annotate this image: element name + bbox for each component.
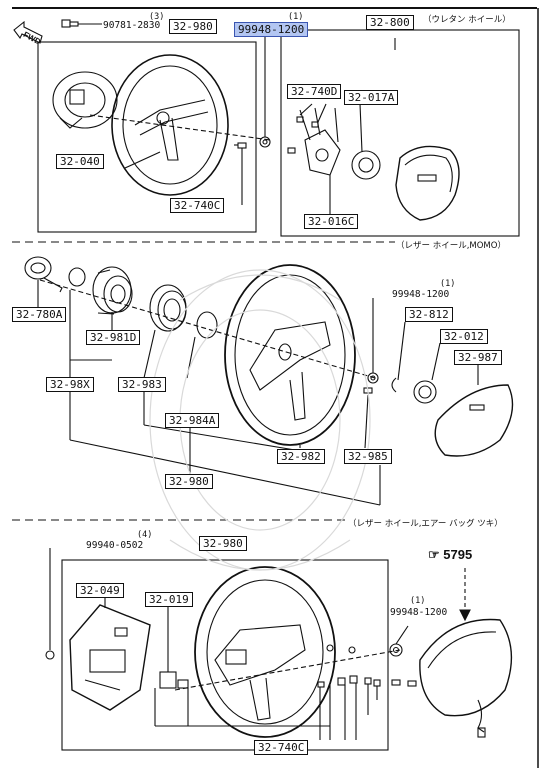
variant-note-leather-airbag: （レザー ホイール,エアー バッグ ツキ）	[348, 519, 503, 529]
section3-frame	[61, 559, 389, 751]
part-label-32-983: 32-983	[118, 377, 166, 392]
snap-ring-icon	[68, 267, 86, 287]
horn-pad-icon	[434, 384, 514, 457]
snap-ring-icon	[196, 311, 218, 339]
horn-contact-assembly-icon	[299, 107, 381, 180]
nut-icon	[45, 650, 55, 660]
nut-icon	[367, 372, 379, 384]
part-number-99940: 99940-0502	[86, 540, 144, 551]
part-label-32-985: 32-985	[344, 449, 392, 464]
steering-wheel-urethane-icon	[111, 54, 229, 196]
part-label-32-016c: 32-016C	[304, 214, 359, 229]
quantity-label: (1)	[288, 12, 304, 22]
part-label-32-812: 32-812	[405, 307, 453, 322]
part-number-99948-bottom: 99948-1200	[390, 607, 448, 618]
part-label-32-980-mid: 32-980	[165, 474, 213, 489]
bolt-icon	[61, 19, 79, 28]
variant-note-urethane: （ウレタン ホイール）	[423, 15, 511, 25]
nut-icon	[389, 643, 403, 657]
quantity-label: (1)	[440, 279, 456, 289]
fwd-arrow-icon	[13, 20, 43, 44]
part-label-32-984a: 32-984A	[165, 413, 220, 428]
part-label-32-800: 32-800	[366, 15, 414, 30]
part-label-32-980: 32-980	[169, 19, 217, 34]
part-label-32-982: 32-982	[277, 449, 325, 464]
part-label-32-987: 32-987	[454, 350, 502, 365]
screw-icon	[287, 116, 319, 154]
part-label-32-012: 32-012	[440, 329, 488, 344]
part-label-32-981d: 32-981D	[86, 330, 141, 345]
steering-wheel-momo-icon	[224, 264, 356, 446]
quantity-label: (3)	[149, 12, 165, 22]
part-label-32-740c-bottom: 32-740C	[254, 740, 309, 755]
hub-boss-icon	[92, 266, 133, 315]
quantity-label: (4)	[137, 530, 153, 540]
airbag-module-icon	[419, 618, 513, 738]
part-label-32-049: 32-049	[76, 583, 124, 598]
reference-link[interactable]: ☞ 5795	[428, 547, 472, 563]
reference-code: 5795	[443, 547, 473, 562]
part-number-99948-mid: 99948-1200	[392, 289, 450, 300]
part-label-32-98x: 32-98X	[46, 377, 94, 392]
horn-pad-icon	[395, 145, 460, 221]
horn-switch-plate-icon	[69, 604, 151, 711]
section1-left-frame	[37, 41, 257, 233]
hub-boss-icon	[52, 71, 118, 129]
steering-wheel-airbag-icon	[194, 566, 336, 738]
contact-plate-icon	[159, 671, 189, 689]
pointing-hand-icon: ☞	[428, 547, 440, 562]
part-label-32-980-bottom: 32-980	[199, 536, 247, 551]
nut-icon	[259, 136, 271, 148]
part-number-90781: 90781-2830	[103, 20, 161, 31]
part-label-32-019: 32-019	[145, 592, 193, 607]
cancel-cam-icon	[24, 256, 63, 293]
part-label-32-780a: 32-780A	[12, 307, 67, 322]
part-label-32-740c: 32-740C	[170, 198, 225, 213]
clip-icon	[391, 377, 397, 393]
part-label-32-740d: 32-740D	[287, 84, 342, 99]
emblem-icon	[413, 380, 437, 404]
part-label-32-017a: 32-017A	[344, 90, 399, 105]
variant-note-leather-momo: （レザー ホイール,MOMO）	[396, 241, 506, 251]
section1-right-frame	[280, 29, 520, 237]
screw-icon	[317, 675, 417, 688]
part-label-32-040: 32-040	[56, 154, 104, 169]
quantity-label: (1)	[410, 596, 426, 606]
part-label-99948-1200-highlighted: 99948-1200	[234, 22, 309, 37]
screw-icon	[234, 142, 247, 149]
spacer-ring-icon	[149, 284, 187, 332]
